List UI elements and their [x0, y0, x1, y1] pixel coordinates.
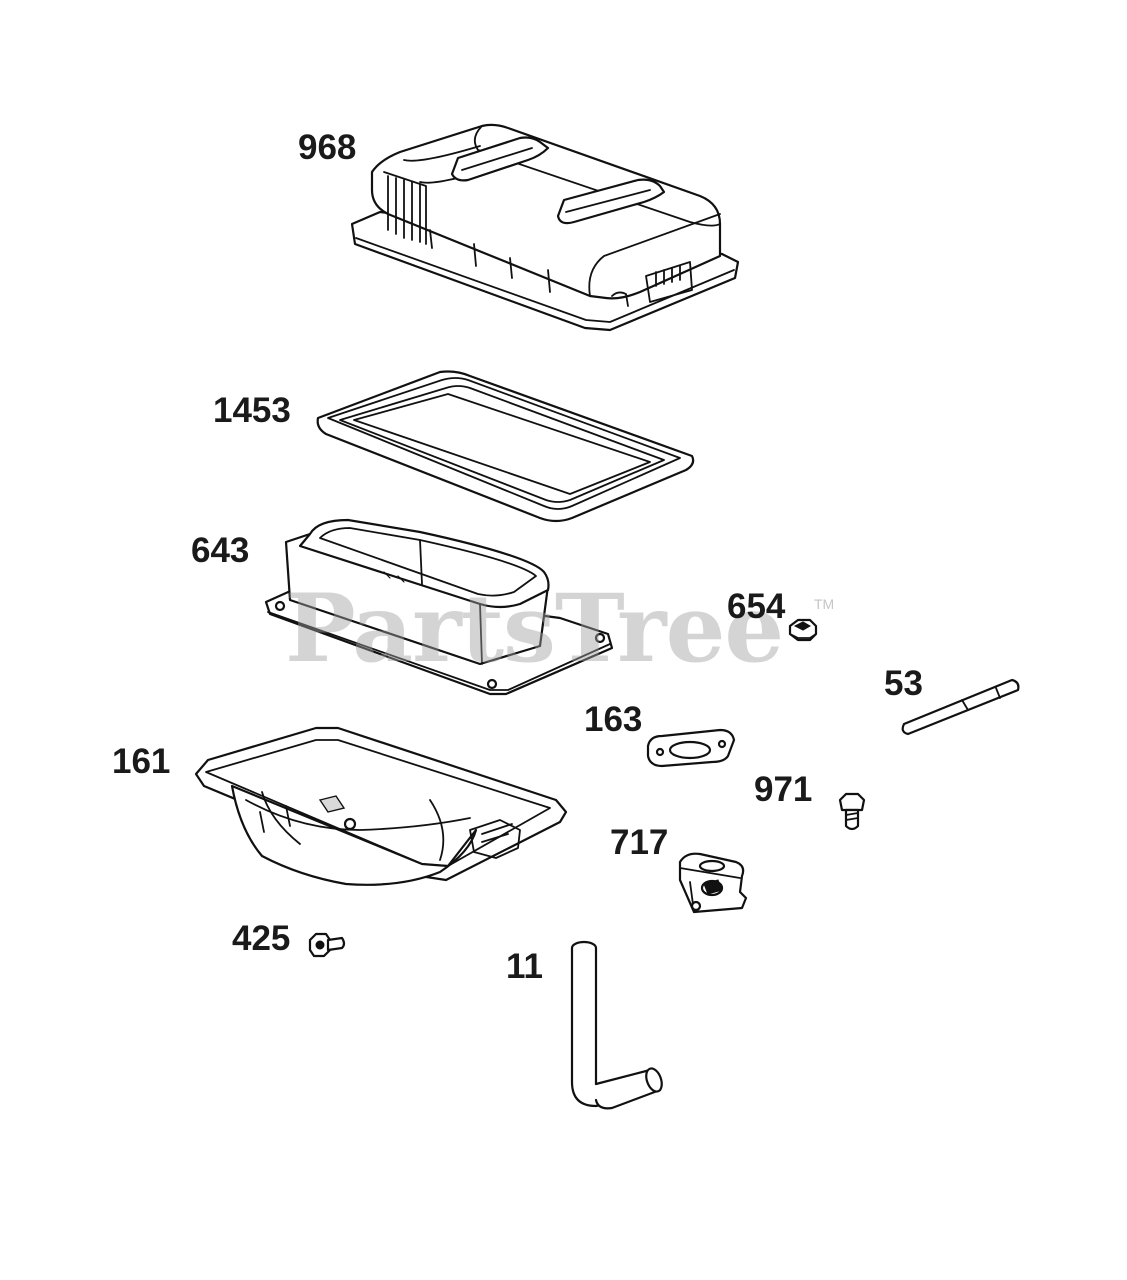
part-11-tube[interactable]: [570, 940, 665, 1110]
part-971-screw[interactable]: [838, 792, 866, 831]
part-163-gasket[interactable]: [646, 728, 736, 768]
part-643-adapter[interactable]: [264, 518, 614, 696]
label-53[interactable]: 53: [884, 664, 923, 703]
label-643[interactable]: 643: [191, 531, 250, 570]
watermark-text: PartsTree: [285, 574, 784, 684]
label-163[interactable]: 163: [584, 700, 643, 739]
part-1453-gasket[interactable]: [316, 370, 695, 523]
label-654[interactable]: 654: [727, 587, 786, 626]
trademark-symbol: TM: [814, 596, 835, 612]
label-1453[interactable]: 1453: [213, 391, 291, 430]
part-161-air-cleaner-base[interactable]: [194, 726, 568, 886]
label-717[interactable]: 717: [610, 823, 669, 862]
label-11[interactable]: 11: [506, 947, 543, 986]
part-968-air-cleaner-cover[interactable]: [350, 123, 740, 332]
label-161[interactable]: 161: [112, 742, 171, 781]
label-968[interactable]: 968: [298, 128, 357, 167]
label-425[interactable]: 425: [232, 919, 291, 958]
label-971[interactable]: 971: [754, 770, 813, 809]
part-53-stud[interactable]: [901, 678, 1020, 736]
part-717-bracket[interactable]: [678, 852, 748, 914]
part-425-screw[interactable]: [308, 932, 346, 958]
part-654-nut[interactable]: [788, 618, 818, 642]
